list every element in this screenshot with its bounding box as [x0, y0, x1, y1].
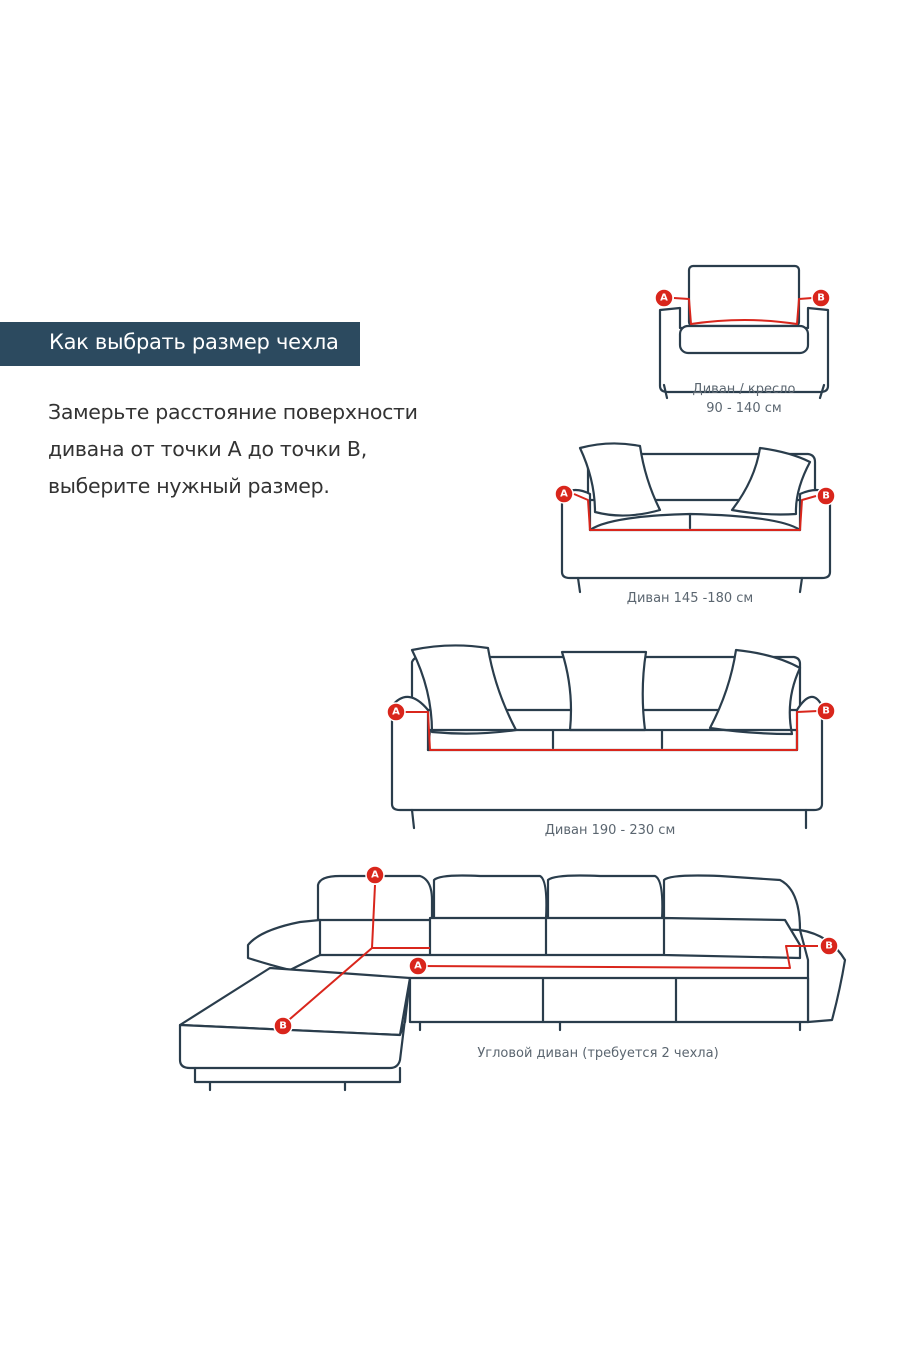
corner-sofa-caption: Угловой диван (требуется 2 чехла) [477, 1046, 719, 1061]
point-b-badge: B [819, 936, 839, 956]
svg-text:B: B [817, 293, 825, 304]
svg-text:B: B [822, 491, 830, 502]
svg-text:A: A [414, 961, 422, 972]
instruction-line: выберите нужный размер. [48, 474, 330, 498]
svg-text:B: B [822, 706, 830, 717]
point-b-badge: B [816, 486, 836, 506]
page-title: Как выбрать размер чехла [49, 330, 339, 354]
svg-text:B: B [825, 941, 833, 952]
point-a-badge: A [554, 484, 574, 504]
armchair-illustration [658, 264, 830, 400]
corner-sofa-illustration [178, 874, 847, 1092]
svg-text:A: A [660, 293, 668, 304]
point-b-badge: B [811, 288, 831, 308]
point-a-badge: A [365, 865, 385, 885]
badge-group: A B A B A B A B A B [273, 288, 839, 1036]
point-b-badge: B [816, 701, 836, 721]
armchair-caption: Диван / кресло 90 - 140 см [693, 380, 796, 418]
svg-text:B: B [279, 1021, 287, 1032]
instruction-line: Замерьте расстояние поверхности [48, 400, 418, 424]
svg-text:A: A [371, 870, 379, 881]
point-a-badge: A [408, 956, 428, 976]
title-banner: Как выбрать размер чехла [0, 322, 360, 366]
point-b-badge: B [273, 1016, 293, 1036]
sofa-small-caption: Диван 145 -180 см [626, 591, 754, 606]
armchair-name: Диван / кресло [692, 382, 796, 397]
sofa-small-illustration [560, 442, 832, 594]
svg-text:A: A [392, 707, 400, 718]
sofa-large-caption: Диван 190 - 230 см [544, 823, 676, 838]
svg-text:A: A [560, 489, 568, 500]
armchair-size: 90 - 140 см [706, 401, 782, 416]
point-a-badge: A [386, 702, 406, 722]
point-a-badge: A [654, 288, 674, 308]
instruction-line: дивана от точки А до точки В, [48, 437, 367, 461]
sofa-large-illustration [390, 644, 824, 830]
instructions: Замерьте расстояние поверхности дивана о… [48, 394, 468, 505]
